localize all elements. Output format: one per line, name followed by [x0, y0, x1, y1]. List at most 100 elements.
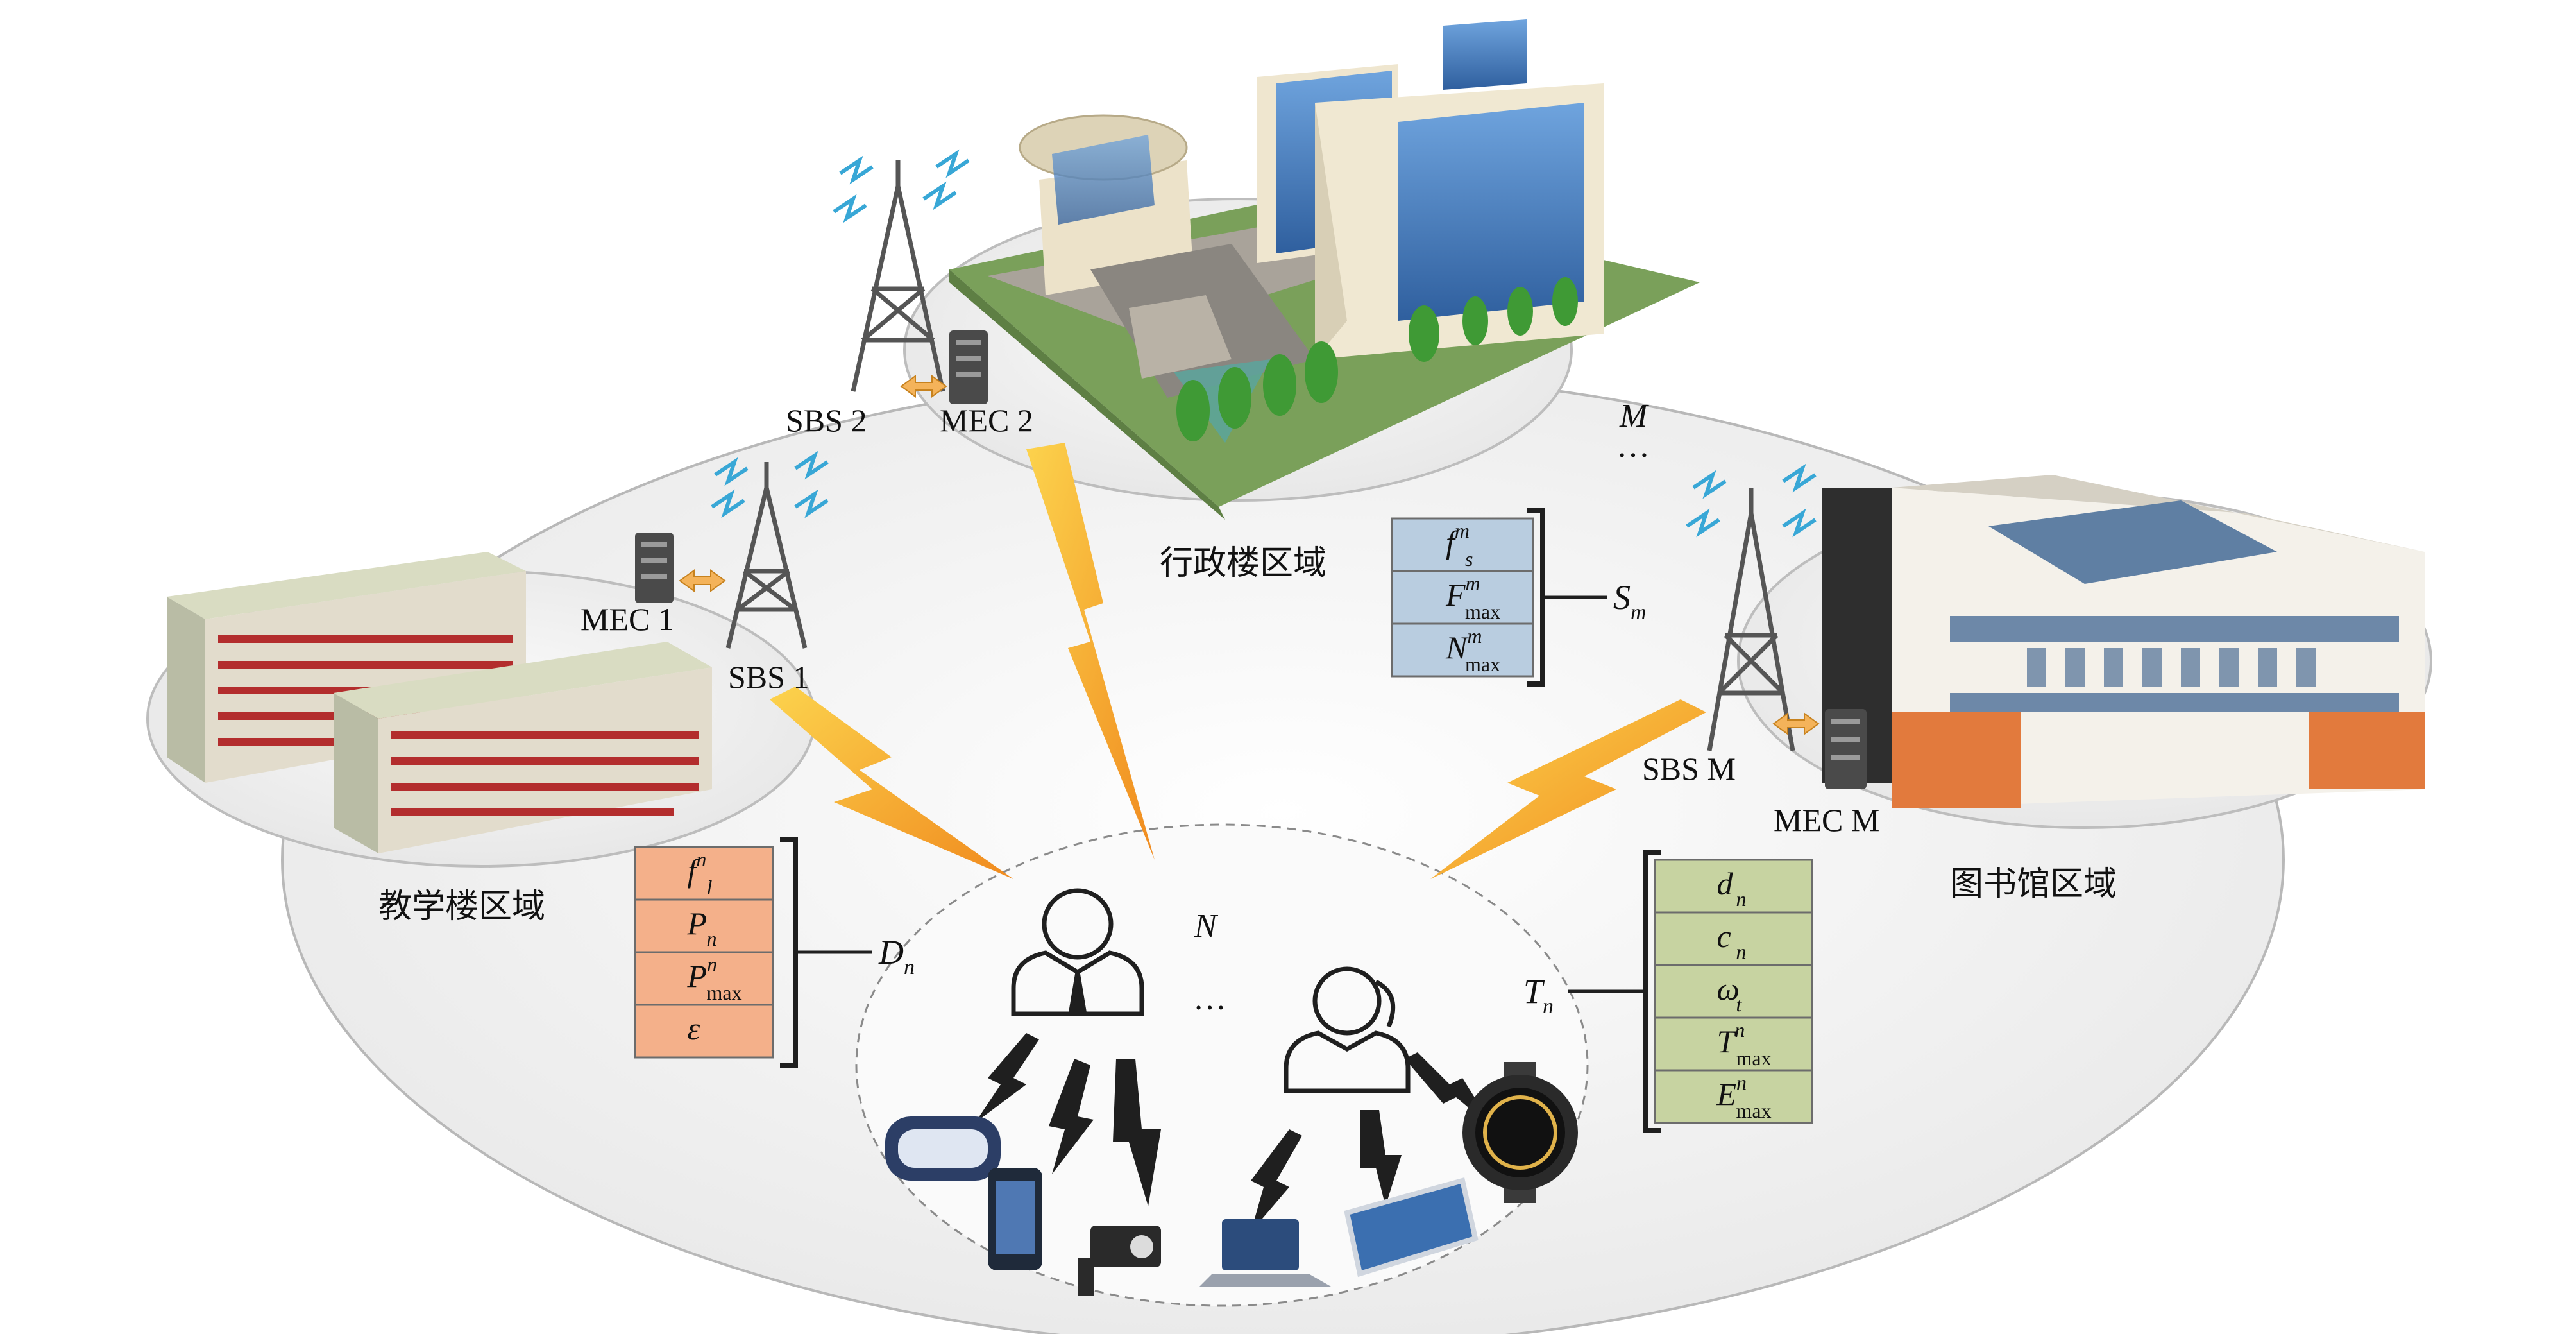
task_params-row-main: T: [1717, 1023, 1737, 1059]
vr-headset-icon: [885, 1116, 1001, 1181]
task_params-row-sub: max: [1736, 1099, 1772, 1122]
sbs1-mec1-link-arrow: [679, 569, 726, 592]
sbs1-label: SBS 1: [728, 659, 809, 695]
task_params-row-symbol: En max: [1716, 1071, 1772, 1122]
server_params-row-sub: max: [1465, 653, 1500, 676]
mecm-label: MEC M: [1774, 802, 1879, 838]
device-link-bolt-laptop: [1251, 1129, 1302, 1232]
smartwatch-icon: [1462, 1062, 1578, 1203]
library-building: [1822, 475, 2425, 808]
wireless-link-sbs1-bolt: [770, 687, 1013, 879]
task_params-row-cell: [1654, 964, 1813, 1019]
task_params-row-sub: t: [1736, 993, 1743, 1016]
task_params-row-main: E: [1716, 1076, 1737, 1112]
sbsm-signal-icon: [1686, 463, 1817, 538]
task_params-row-main: d: [1717, 866, 1734, 902]
device_params-label: Dn: [878, 933, 915, 979]
n-ellipsis: …: [1193, 980, 1226, 1017]
task_params-row-main: c: [1717, 918, 1731, 954]
m-ellipsis: …: [1616, 428, 1650, 465]
device_params-row-cell: [634, 1004, 774, 1059]
task_params-row-main: ω: [1717, 971, 1740, 1007]
task_params-row-symbol: Tn max: [1717, 1018, 1772, 1070]
device_params-row-main: P: [687, 905, 708, 941]
device_params-row-symbol: ε: [688, 1011, 700, 1047]
sbs2-tower: [851, 160, 945, 392]
surveillance-camera-icon: [1078, 1226, 1161, 1296]
task_params-row-sub: n: [1736, 887, 1747, 911]
n-count-label: N: [1194, 908, 1219, 945]
server_params-label-sub: m: [1631, 601, 1647, 624]
device_params-row-main: P: [687, 958, 708, 994]
device_params-row-sup: n: [707, 953, 717, 976]
laptop-icon: [1199, 1219, 1331, 1287]
task_params-label-main: T: [1523, 972, 1545, 1011]
server_params-label: Sm: [1613, 578, 1647, 624]
sbs2-signal-icon: [833, 149, 970, 223]
device_params-row-symbol: Pn: [687, 905, 717, 950]
device_params-label-main: D: [878, 933, 904, 971]
male-user-icon: [1011, 888, 1144, 1016]
server_params-row-sup: m: [1467, 624, 1482, 647]
task_params-row-cell: [1654, 859, 1813, 914]
wireless-link-sbs2-bolt: [1026, 443, 1155, 860]
sbsm-tower: [1707, 488, 1795, 751]
device_params-row-symbol: Pn max: [687, 953, 742, 1004]
teaching-zone-label: 教学楼区域: [378, 887, 545, 926]
mec2-server-icon: [949, 330, 988, 404]
admin-zone-label: 行政楼区域: [1160, 544, 1326, 583]
device_params-row-sub: n: [707, 927, 717, 950]
device-link-bolt-phone: [1049, 1059, 1094, 1174]
device_params-row-sup: n: [696, 848, 706, 871]
task_params-label-sub: n: [1543, 995, 1554, 1018]
server_params-row-sup: m: [1466, 572, 1480, 595]
device-link-bolt-tablet: [1360, 1110, 1402, 1206]
server_params-row-sup: m: [1455, 519, 1470, 542]
sbs2-label: SBS 2: [786, 402, 867, 438]
smartphone-icon: [988, 1168, 1042, 1270]
task_params-row-cell: [1654, 911, 1813, 966]
sbs1-tower: [725, 462, 808, 649]
teaching-building: [167, 552, 712, 853]
task_params-row-sup: n: [1734, 1018, 1745, 1041]
sbsm-mecm-link-arrow: [1772, 712, 1820, 735]
server_params-row-sub: max: [1465, 600, 1500, 623]
server_params-row-main: F: [1445, 577, 1466, 613]
mec1-label: MEC 1: [580, 601, 674, 637]
device_params-row-main: ε: [688, 1011, 700, 1047]
sbs2-mec2-link-arrow: [900, 375, 947, 398]
device_params-row-cell: [634, 898, 774, 953]
server_params-row-symbol: Fm max: [1445, 572, 1500, 623]
device-link-bolt-camera: [1113, 1059, 1161, 1206]
server_params-row-symbol: Nm max: [1445, 624, 1500, 676]
task_params-row-sub: n: [1736, 940, 1747, 963]
server_params-label-main: S: [1613, 578, 1631, 617]
sbs1-signal-icon: [711, 450, 829, 518]
mecm-server-icon: [1825, 709, 1867, 789]
task_params-row-sub: max: [1736, 1047, 1772, 1070]
device_params-row-sub: max: [707, 981, 742, 1004]
server_params-row-sub: s: [1465, 547, 1473, 570]
sbsm-label-text: SBS M: [1642, 751, 1736, 787]
mec1-server-icon: [635, 533, 674, 603]
admin-building: [949, 19, 1700, 520]
device_params-label-sub: n: [904, 955, 915, 979]
wireless-link-sbsm-bolt: [1430, 699, 1706, 879]
device-link-bolt-vr: [975, 1033, 1039, 1123]
device_params-row-cell: [634, 951, 774, 1006]
task_params-label: Tn: [1523, 972, 1554, 1018]
server_params-row-cell: [1391, 622, 1534, 678]
library-zone-label: 图书馆区域: [1950, 865, 2117, 903]
device_params-row-sub: l: [707, 876, 713, 899]
task_params-row-cell: [1654, 1069, 1813, 1124]
task_params-row-sup: n: [1736, 1071, 1747, 1094]
mec2-label: MEC 2: [940, 402, 1033, 438]
m-count-label: M: [1619, 398, 1649, 434]
server_params-row-main: N: [1445, 629, 1469, 665]
